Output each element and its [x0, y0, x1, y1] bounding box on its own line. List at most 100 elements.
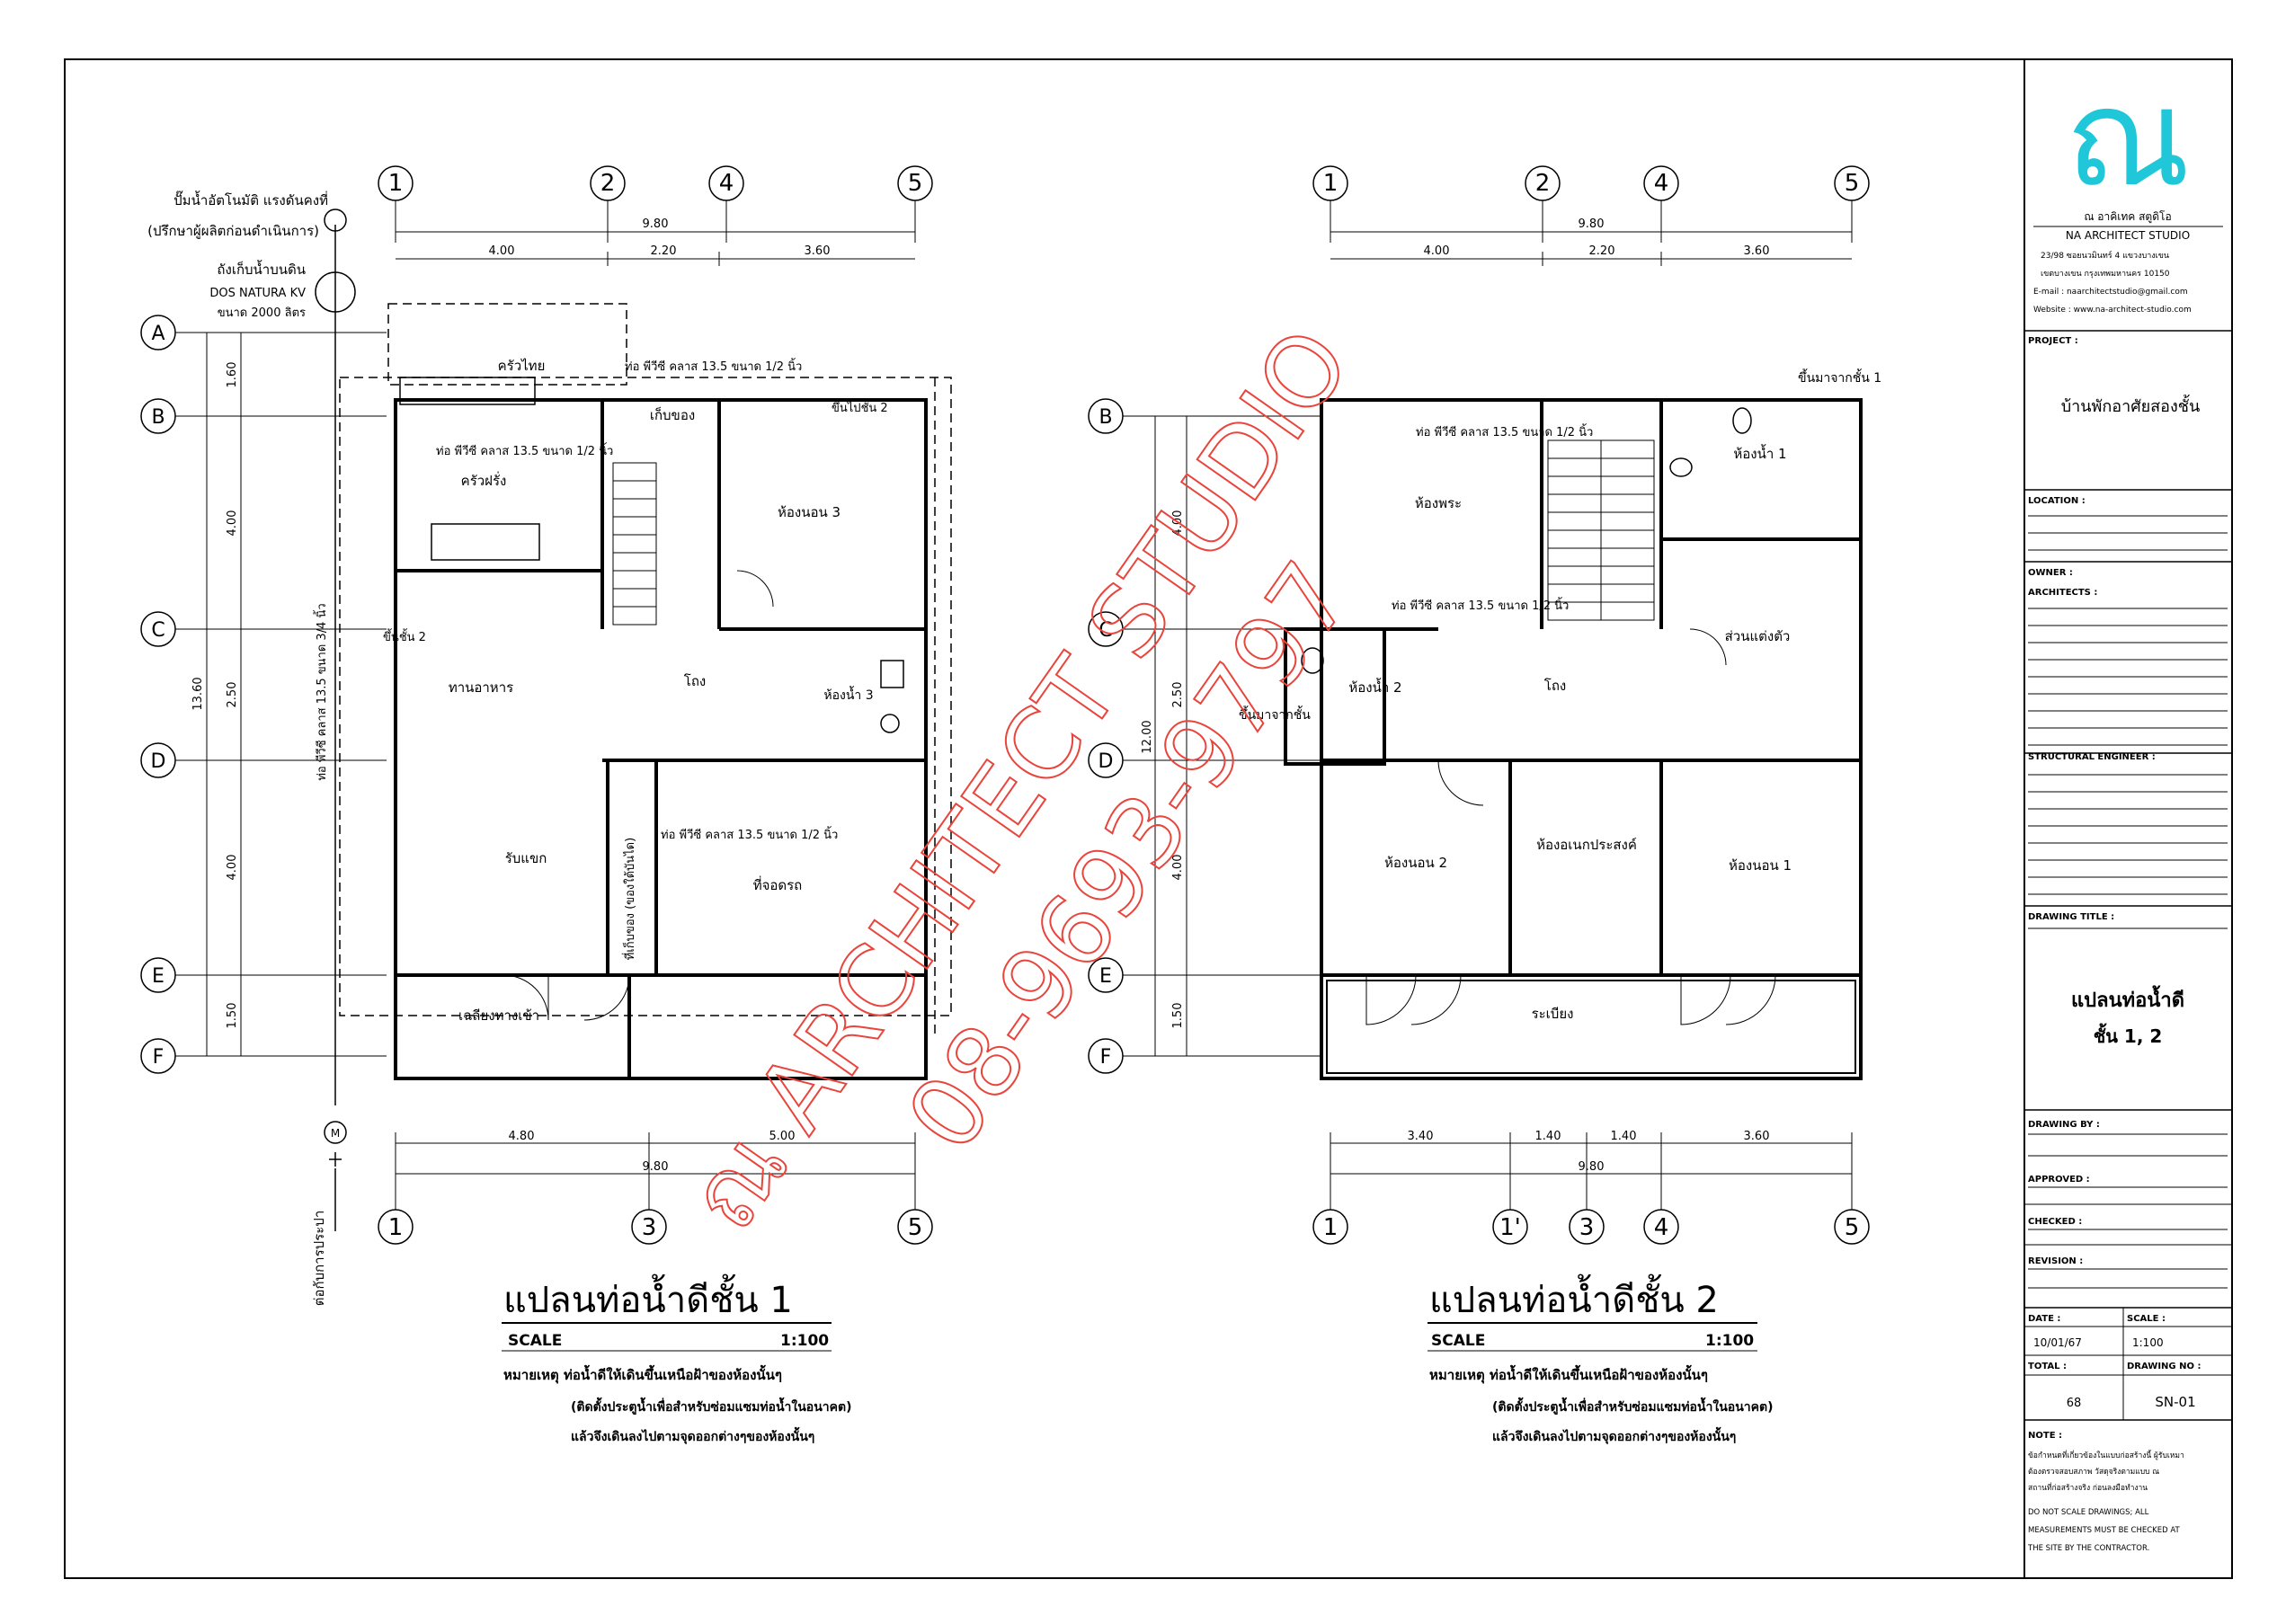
grid-label: A — [151, 323, 165, 345]
room-label: ห้องอเนกประสงค์ — [1536, 837, 1637, 853]
grid-label: 2 — [1535, 170, 1551, 197]
room-label: ทานอาหาร — [449, 679, 513, 696]
dim-label: 2.50 — [226, 682, 239, 708]
dim-label: 2.50 — [1171, 682, 1185, 708]
watermark: ณ ARCHITECT STUDIO 08-9693-9797 — [665, 308, 1374, 1251]
total-value: 68 — [2067, 1397, 2082, 1410]
scale-value: 1:100 — [1705, 1332, 1754, 1350]
scale-label: SCALE — [1431, 1332, 1485, 1350]
scale-label: SCALE : — [2127, 1314, 2166, 1324]
grid-label: 1 — [1323, 1214, 1339, 1241]
room-label: รับแขก — [505, 850, 547, 866]
dim-label: 1.60 — [226, 362, 239, 388]
location-label: LOCATION : — [2028, 496, 2086, 506]
pipe-label: ท่อ พีวีซี คลาส 13.5 ขนาด 1/2 นิ้ว — [661, 826, 838, 842]
room-label: ห้องน้ำ 1 — [1733, 444, 1786, 462]
grid-label: E — [1099, 965, 1112, 988]
room-label: ที่จอดรถ — [753, 875, 803, 893]
grid-label: C — [151, 619, 165, 642]
dim-label: 4.00 — [1424, 244, 1450, 258]
dim-label: 3.60 — [805, 244, 831, 258]
plan-floor-1-labels: 5 1 2 4 1 3 5 A B C D E F 9.80 4.00 2.20… — [147, 170, 922, 1444]
meter-label: M — [331, 1127, 340, 1140]
room-label: ห้องนอน 3 — [778, 504, 841, 520]
dim-label: 9.80 — [1579, 217, 1605, 231]
dim-label: 9.80 — [1579, 1160, 1605, 1174]
company-name-en: NA ARCHITECT STUDIO — [2066, 229, 2190, 242]
title-block-border — [2024, 58, 2233, 1579]
note-line-6: THE SITE BY THE CONTRACTOR. — [2027, 1544, 2149, 1553]
dim-label: 5.00 — [769, 1130, 796, 1143]
grid-label: 1 — [1323, 170, 1339, 197]
grid-axes-top — [378, 165, 933, 243]
tank-label: ถังเก็บน้ำบนดิน — [217, 260, 306, 278]
plan-note-2: (ติดตั้งประตูน้ำเพื่อสำหรับซ่อมแซมท่อน้ำ… — [571, 1397, 851, 1415]
date-value: 10/01/67 — [2033, 1336, 2082, 1349]
grid-label: 5 — [908, 170, 923, 197]
grid-label: C — [1098, 619, 1112, 642]
note-label: NOTE : — [2028, 1431, 2062, 1441]
scale-label: SCALE — [508, 1332, 562, 1350]
drawing-title-line-1: แปลนท่อน้ำดี — [2071, 985, 2184, 1012]
note-line-3: สถานที่ก่อสร้างจริง ก่อนลงมือทำงาน — [2028, 1482, 2148, 1493]
pipe-label: ท่อ พีวีซี คลาส 13.5 ขนาด 1/2 นิ้ว — [1392, 597, 1569, 613]
water-supply-label: ต่อกับการประปา — [311, 1211, 327, 1307]
project-name: บ้านพักอาศัยสองชั้น — [2061, 395, 2201, 416]
room-label: ห้องพระ — [1415, 495, 1462, 511]
note-line-5: MEASUREMENTS MUST BE CHECKED AT — [2028, 1526, 2180, 1535]
note-line-2: ต้องตรวจสอบสภาพ วัสดุจริงตามแบบ ณ — [2028, 1467, 2159, 1477]
plan-note-2: (ติดตั้งประตูน้ำเพื่อสำหรับซ่อมแซมท่อน้ำ… — [1492, 1397, 1773, 1415]
grid-label: D — [151, 750, 166, 773]
pipe-label: ท่อ พีวีซี คลาส 13.5 ขนาด 1/2 นิ้ว — [625, 358, 802, 374]
dim-label: 1.40 — [1535, 1130, 1561, 1143]
pipe-label: ขึ้นไปชั้น 2 — [832, 399, 888, 415]
plan-note-1: หมายเหตุ ท่อน้ำดีให้เดินขึ้นเหนือฝ้าของห… — [1429, 1364, 1708, 1384]
room-label: ขึ้นชั้น 2 — [383, 628, 426, 644]
room-label: ห้องน้ำ 3 — [823, 686, 873, 703]
pipe-label: ท่อ พีวีซี คลาส 13.5 ขนาด 1/2 นิ้ว — [1416, 423, 1593, 439]
dim-label: 4.00 — [489, 244, 515, 258]
dim-label: 3.60 — [1744, 244, 1770, 258]
grid-label: 5 — [908, 1214, 923, 1241]
dim-label: 9.80 — [643, 1160, 669, 1174]
grid-label: D — [1098, 750, 1114, 773]
dim-label: 13.60 — [191, 677, 205, 710]
dim-label: 1.50 — [226, 1003, 239, 1029]
checked-label: CHECKED : — [2028, 1217, 2082, 1227]
room-label: เฉลียงทางเข้า — [458, 1007, 539, 1024]
grid-label: 3 — [642, 1214, 657, 1241]
drawn-by-label: DRAWING BY : — [2028, 1120, 2100, 1130]
pump-label: ปั๊มน้ำอัตโนมัติ แรงดันคงที่ — [173, 191, 328, 209]
title-block: ณ ณ อาคิเทค สตูดิโอ NA ARCHITECT STUDIO … — [2024, 60, 2232, 1553]
grid-label: 4 — [1654, 170, 1669, 197]
note-line-1: ข้อกำหนดที่เกี่ยวข้องในแบบก่อสร้างนี้ ผู… — [2028, 1450, 2184, 1460]
address-line-1: 23/98 ซอยนวมินทร์ 4 แขวงบางเขน — [2041, 250, 2169, 261]
dim-label: 4.00 — [226, 510, 239, 537]
dim-label: 4.00 — [226, 855, 239, 881]
room-label: ส่วนแต่งตัว — [1725, 628, 1791, 644]
room-label: โถง — [1544, 678, 1566, 694]
dim-label: 4.00 — [1171, 855, 1185, 881]
project-label: PROJECT : — [2028, 336, 2078, 346]
structural-engineer-label: STRUCTURAL ENGINEER : — [2028, 752, 2156, 762]
plan-note-1: หมายเหตุ ท่อน้ำดีให้เดินขึ้นเหนือฝ้าของห… — [503, 1364, 782, 1384]
room-label: ขึ้นมาจากชั้น 1 — [1798, 368, 1881, 386]
room-label: ระเบียง — [1532, 1006, 1574, 1022]
grid-label: B — [151, 406, 165, 429]
drawing-no-value: SN-01 — [2155, 1394, 2195, 1410]
grid-label: 2 — [600, 170, 616, 197]
architects-label: ARCHITECTS : — [2028, 588, 2097, 598]
plan-floor-2-labels: 1 2 4 5 1 1' 3 4 5 B C D E F 9.80 4.00 2… — [1098, 170, 1882, 1444]
room-label: ครัวไทย — [498, 358, 546, 374]
dim-label: 1.50 — [1171, 1003, 1185, 1029]
room-label: ครัวฝรั่ง — [461, 471, 507, 489]
room-label: ห้องนอน 2 — [1384, 855, 1447, 871]
pump-note: (ปรึกษาผู้ผลิตก่อนดำเนินการ) — [147, 223, 319, 239]
dim-label: 4.00 — [1171, 510, 1185, 537]
drawing-title-label: DRAWING TITLE : — [2028, 912, 2114, 922]
dim-label: 2.20 — [651, 244, 677, 258]
date-label: DATE : — [2028, 1314, 2060, 1324]
room-label: ห้องนอน 1 — [1729, 857, 1792, 874]
website-text: Website : www.na-architect-studio.com — [2033, 306, 2192, 315]
